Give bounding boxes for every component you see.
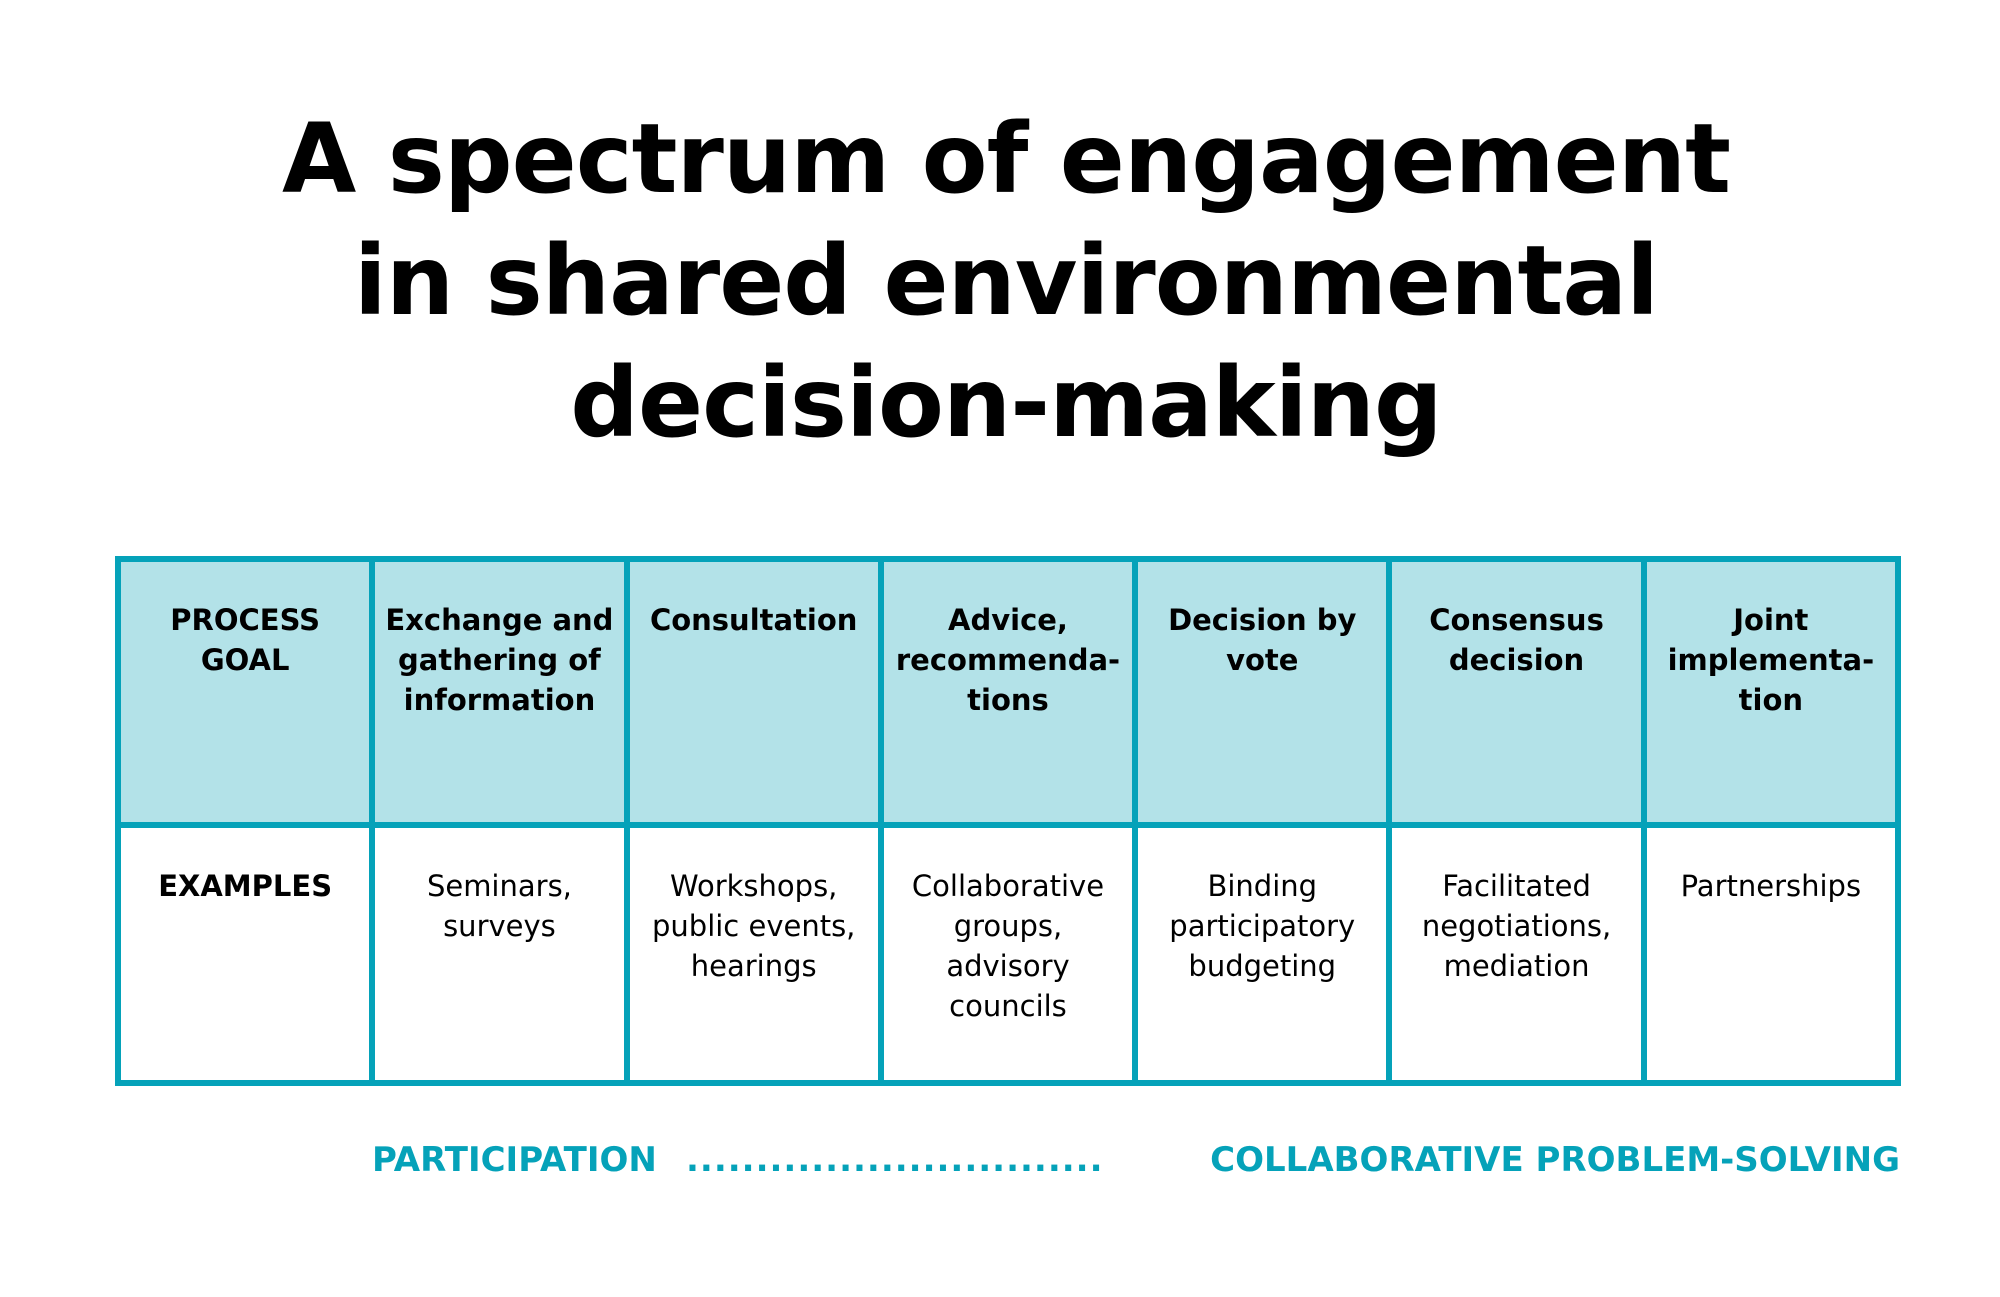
- collaborative-problem-solving-label: COLLABORATIVE PROBLEM-SOLVING: [1210, 1140, 1900, 1180]
- goal-cell: Advice, recommenda-tions: [877, 556, 1139, 828]
- diagram-title: A spectrum of engagement in shared envir…: [0, 98, 2000, 464]
- example-cell: Collaborative groups, advisory councils: [877, 822, 1139, 1086]
- participation-label: PARTICIPATION: [372, 1140, 657, 1180]
- title-line-1: A spectrum of engagement: [282, 103, 1731, 215]
- title-line-2: in shared environmental: [353, 225, 1659, 337]
- row-header-process-goal: PROCESS GOAL: [114, 556, 376, 828]
- goal-cell: Joint implementa-tion: [1640, 556, 1902, 828]
- goal-cell: Decision by vote: [1132, 556, 1393, 828]
- process-goal-row: PROCESS GOAL Exchange and gathering of i…: [114, 556, 1902, 828]
- example-cell: Seminars, surveys: [369, 822, 630, 1086]
- goal-cell: Exchange and gathering of information: [369, 556, 630, 828]
- examples-row: EXAMPLES Seminars, surveys Workshops, pu…: [114, 822, 1902, 1086]
- example-cell: Binding participatory budgeting: [1132, 822, 1393, 1086]
- example-cell: Partnerships: [1640, 822, 1902, 1086]
- example-cell: Facilitated negotiations, mediation: [1386, 822, 1647, 1086]
- spectrum-dotted-line: ..............................: [686, 1140, 1104, 1180]
- goal-cell: Consensus decision: [1386, 556, 1647, 828]
- title-line-3: decision-making: [570, 347, 1442, 459]
- example-cell: Workshops, public events, hearings: [623, 822, 884, 1086]
- row-header-examples: EXAMPLES: [114, 822, 376, 1086]
- engagement-spectrum-table: PROCESS GOAL Exchange and gathering of i…: [114, 556, 1902, 1086]
- goal-cell: Consultation: [623, 556, 884, 828]
